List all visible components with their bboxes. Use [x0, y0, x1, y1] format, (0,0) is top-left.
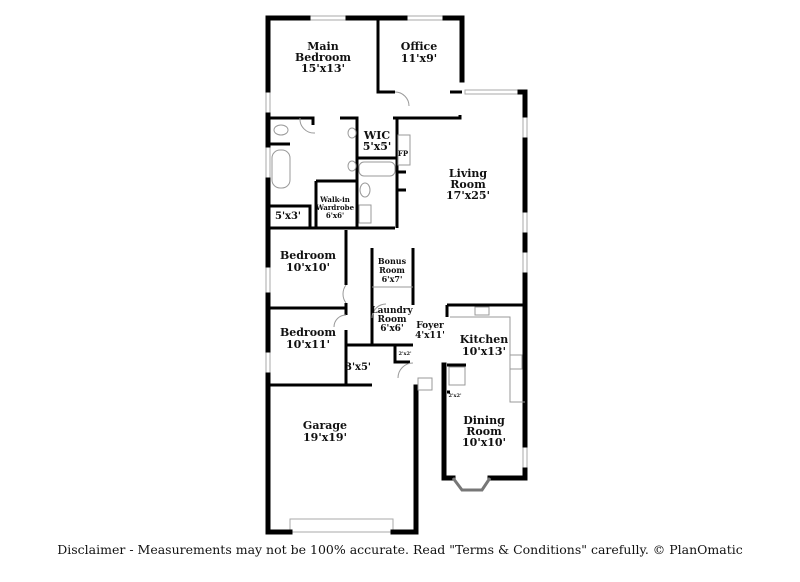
room-size: 10'x13' — [462, 345, 506, 358]
room-label-laundry-room: Laundry Room 6'x6' — [371, 306, 413, 334]
room-size: 10'x10' — [462, 436, 506, 449]
room-label-closet-2x2: 2'x2' — [398, 351, 411, 357]
tub-2 — [358, 161, 396, 177]
toilet-1 — [273, 124, 289, 136]
room-name: Living — [449, 167, 487, 180]
bay-window — [451, 477, 492, 492]
room-name: Bedroom — [280, 326, 336, 339]
room-label-wic: WIC 5'x5' — [363, 129, 392, 153]
room-size: 6'x6' — [380, 324, 403, 334]
room-name: Laundry — [371, 306, 413, 316]
fireplace — [397, 134, 411, 166]
room-size: 6'x7' — [382, 274, 403, 284]
room-size: 15'x13' — [301, 62, 345, 75]
toilet-2 — [359, 182, 371, 198]
room-name: Room — [379, 265, 405, 275]
room-label-office: Office 11'x9' — [401, 40, 438, 65]
room-name: Office — [401, 40, 438, 53]
disclaimer: Disclaimer - Measurements may not be 100… — [57, 542, 743, 557]
fixtures — [271, 91, 525, 403]
stove — [509, 354, 523, 370]
room-name: Bedroom — [295, 51, 351, 64]
room-size: 19'x19' — [303, 431, 347, 444]
room-size: 10'x11' — [286, 338, 330, 351]
room-size: 17'x25' — [446, 189, 490, 202]
room-name: Walk-in — [319, 195, 350, 204]
garage-door — [289, 518, 394, 533]
room-name: Wardrobe — [315, 203, 355, 212]
room-size: 6'x6' — [326, 211, 344, 220]
room-name: Dining — [463, 414, 505, 427]
room-size: 5'x5' — [363, 140, 392, 153]
fireplace-label: FP — [398, 149, 409, 158]
interior-walls — [270, 18, 525, 394]
room-label-garage: Garage 19'x19' — [303, 419, 347, 444]
room-label-bonus-room: Bonus Room 6'x7' — [378, 256, 407, 284]
room-name: Foyer — [416, 321, 444, 331]
room-label-closet-5x3: 5'x3' — [275, 211, 301, 222]
room-label-main-bedroom: Main Bedroom 15'x13' — [295, 40, 351, 75]
room-size: 11'x9' — [401, 52, 437, 65]
room-name: Garage — [303, 419, 347, 432]
room-label-dining-room: Dining Room 10'x10' — [462, 414, 506, 449]
room-label-bedroom-1: Bedroom 10'x10' — [280, 249, 336, 274]
room-label-walkin-wardrobe: Walk-in Wardrobe 6'x6' — [315, 195, 355, 220]
room-label-kitchen: Kitchen 10'x13' — [460, 333, 509, 358]
room-name: Room — [466, 425, 502, 438]
room-size: 10'x10' — [286, 261, 330, 274]
room-name: Kitchen — [460, 333, 509, 346]
fridge — [448, 366, 466, 386]
sink — [474, 306, 490, 316]
room-label-closet-3x5: 3'x5' — [345, 362, 371, 373]
bathtub — [271, 149, 291, 189]
room-name: Bonus — [378, 256, 407, 266]
room-name: Main — [307, 40, 338, 53]
room-name: Room — [377, 315, 406, 325]
room-name: WIC — [363, 129, 390, 142]
room-label-closet-2x2: 2'x2' — [448, 393, 461, 399]
room-name: Room — [450, 178, 486, 191]
room-label-foyer: Foyer 4'x11' — [415, 321, 445, 341]
room-name: Bedroom — [280, 249, 336, 262]
room-label-bedroom-2: Bedroom 10'x11' — [280, 326, 336, 351]
room-size: 4'x11' — [415, 331, 445, 341]
room-label-living-room: Living Room 17'x25' — [446, 167, 490, 202]
